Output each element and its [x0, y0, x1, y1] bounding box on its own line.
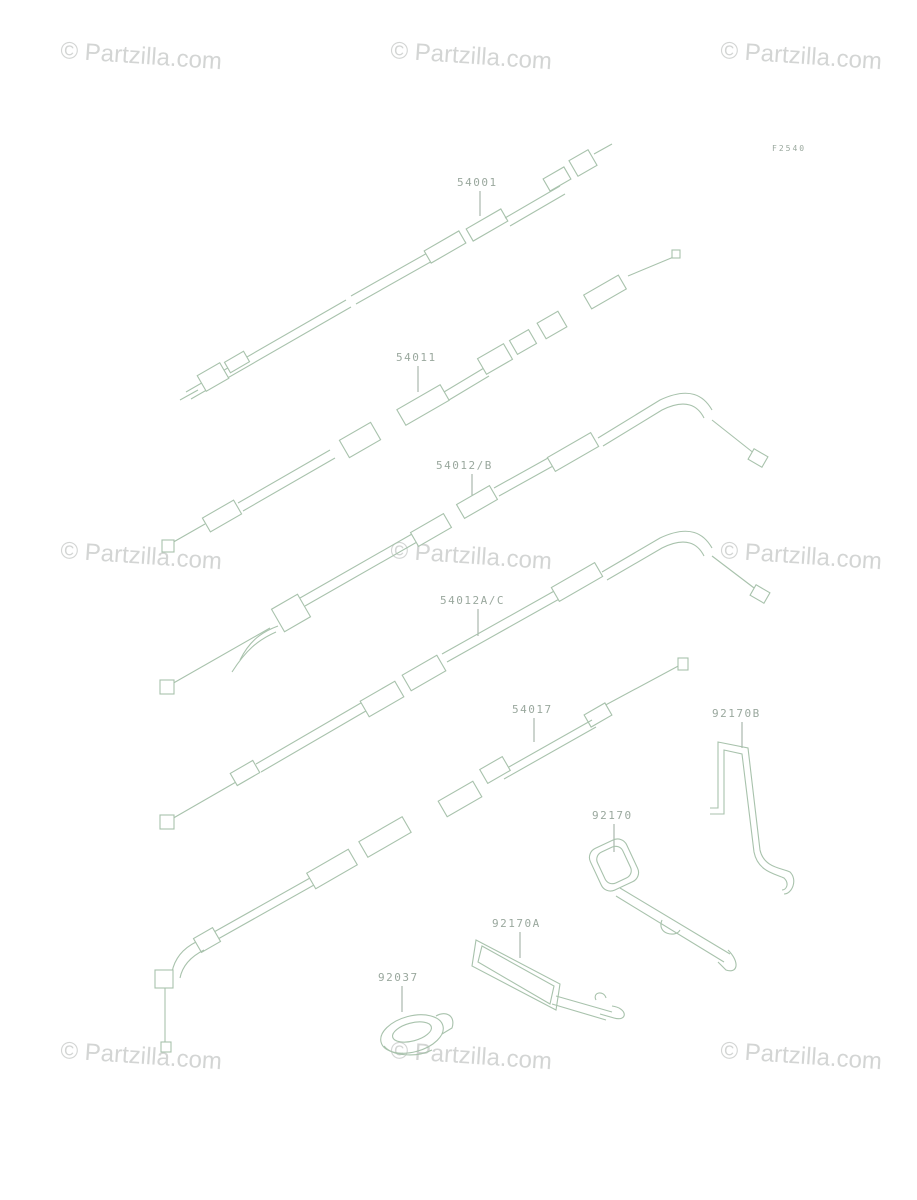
watermark: © Partzilla.com: [60, 1037, 223, 1075]
watermark: © Partzilla.com: [60, 37, 223, 75]
part-54001[interactable]: 54001: [179, 143, 613, 401]
watermark: © Partzilla.com: [60, 537, 223, 575]
part-label-54017: 54017: [512, 703, 553, 716]
part-54012-B[interactable]: 54012/B: [159, 392, 769, 695]
part-label-92170: 92170: [592, 809, 633, 822]
figure-code: F2540: [772, 144, 806, 153]
part-54011[interactable]: 54011: [161, 249, 681, 553]
part-label-54001: 54001: [457, 176, 498, 189]
part-label-92170B: 92170B: [712, 707, 761, 720]
part-92170A[interactable]: 92170A: [471, 917, 625, 1021]
part-92170[interactable]: 92170: [586, 809, 737, 972]
watermarks: © Partzilla.com © Partzilla.com © Partzi…: [60, 37, 883, 1075]
part-label-54012-B: 54012/B: [436, 459, 493, 472]
part-54012A-C[interactable]: 54012A/C: [159, 530, 771, 830]
part-label-92170A: 92170A: [492, 917, 541, 930]
part-92037[interactable]: 92037: [376, 971, 454, 1060]
watermark: © Partzilla.com: [720, 1037, 883, 1075]
part-label-54011: 54011: [396, 351, 437, 364]
part-54017[interactable]: 54017: [154, 657, 689, 1053]
watermark: © Partzilla.com: [390, 537, 553, 575]
part-label-54012A-C: 54012A/C: [440, 594, 505, 607]
part-92170B[interactable]: 92170B: [710, 707, 795, 895]
watermark: © Partzilla.com: [390, 1037, 553, 1075]
part-label-92037: 92037: [378, 971, 419, 984]
watermark: © Partzilla.com: [390, 37, 553, 75]
watermark: © Partzilla.com: [720, 537, 883, 575]
watermark: © Partzilla.com: [720, 37, 883, 75]
